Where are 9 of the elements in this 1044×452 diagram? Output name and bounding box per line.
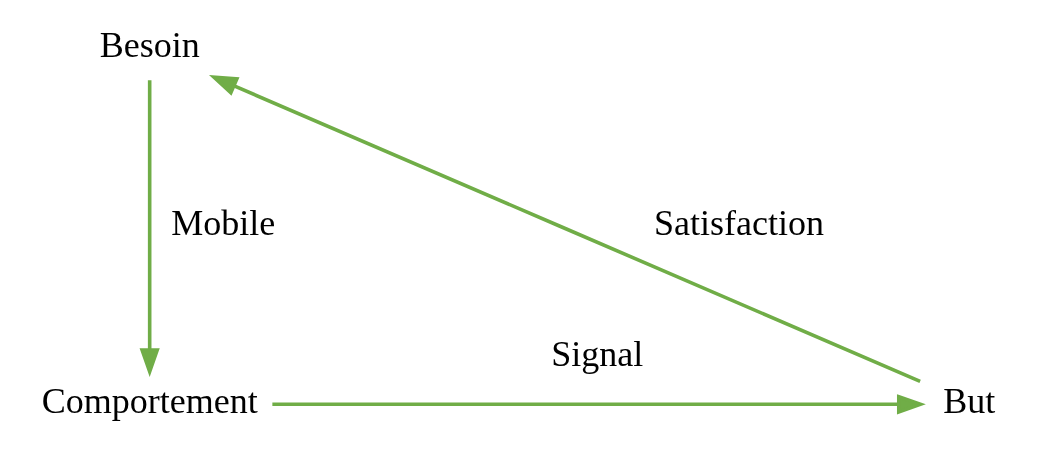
arrow	[271, 394, 926, 415]
node-text: But	[942, 381, 995, 422]
arrow	[139, 80, 160, 378]
edge-label: Signal	[550, 334, 643, 375]
arrow	[208, 75, 921, 384]
node-text: Comportement	[41, 381, 258, 422]
edge-label: Mobile	[170, 203, 275, 244]
edge-label: Satisfaction	[653, 203, 824, 244]
node-text: Besoin	[99, 24, 200, 65]
